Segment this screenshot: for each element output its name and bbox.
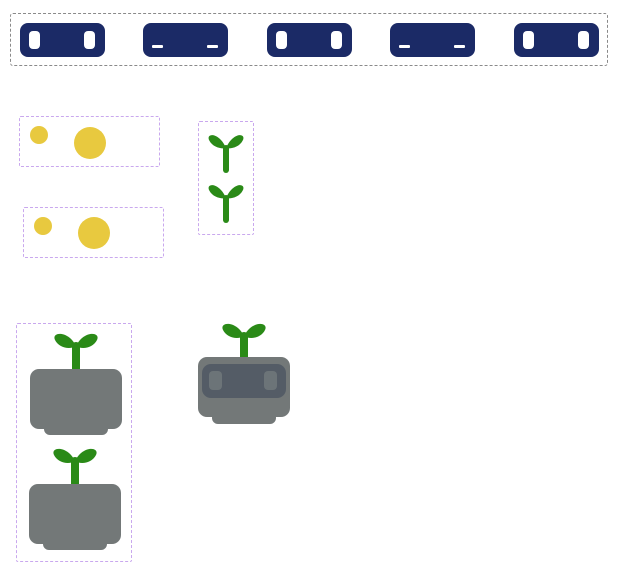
seed-pair-icon bbox=[30, 126, 106, 159]
seed-pair-icon bbox=[34, 217, 110, 249]
seed-pair-card-2[interactable] bbox=[23, 207, 164, 258]
face-pot-piece[interactable] bbox=[196, 320, 292, 428]
face-button-open-3[interactable] bbox=[514, 23, 599, 57]
potted-sprout-icon bbox=[30, 333, 122, 435]
potted-sprout-stack bbox=[29, 333, 122, 550]
face-button-closed-1[interactable] bbox=[143, 23, 228, 57]
face-button-closed-2[interactable] bbox=[390, 23, 475, 57]
eyes-closed-icon bbox=[399, 45, 465, 48]
face-button-toolbar bbox=[10, 13, 608, 66]
face-button-open-2[interactable] bbox=[267, 23, 352, 57]
seed-pair-card-1[interactable] bbox=[19, 116, 160, 167]
eyes-open-icon bbox=[29, 31, 95, 49]
potted-sprout-icon bbox=[29, 448, 121, 550]
eyes-open-icon bbox=[276, 31, 342, 49]
sprout-stack-card[interactable] bbox=[198, 121, 254, 235]
sprout-icon bbox=[208, 185, 244, 223]
potted-sprout-stack-card[interactable] bbox=[16, 323, 132, 562]
eyes-open-icon bbox=[523, 31, 589, 49]
eyes-closed-icon bbox=[152, 45, 218, 48]
face-pot-with-sprout-icon bbox=[198, 323, 290, 424]
sprout-icon bbox=[208, 135, 244, 173]
face-button-open-1[interactable] bbox=[20, 23, 105, 57]
sprout-stack bbox=[208, 135, 244, 223]
